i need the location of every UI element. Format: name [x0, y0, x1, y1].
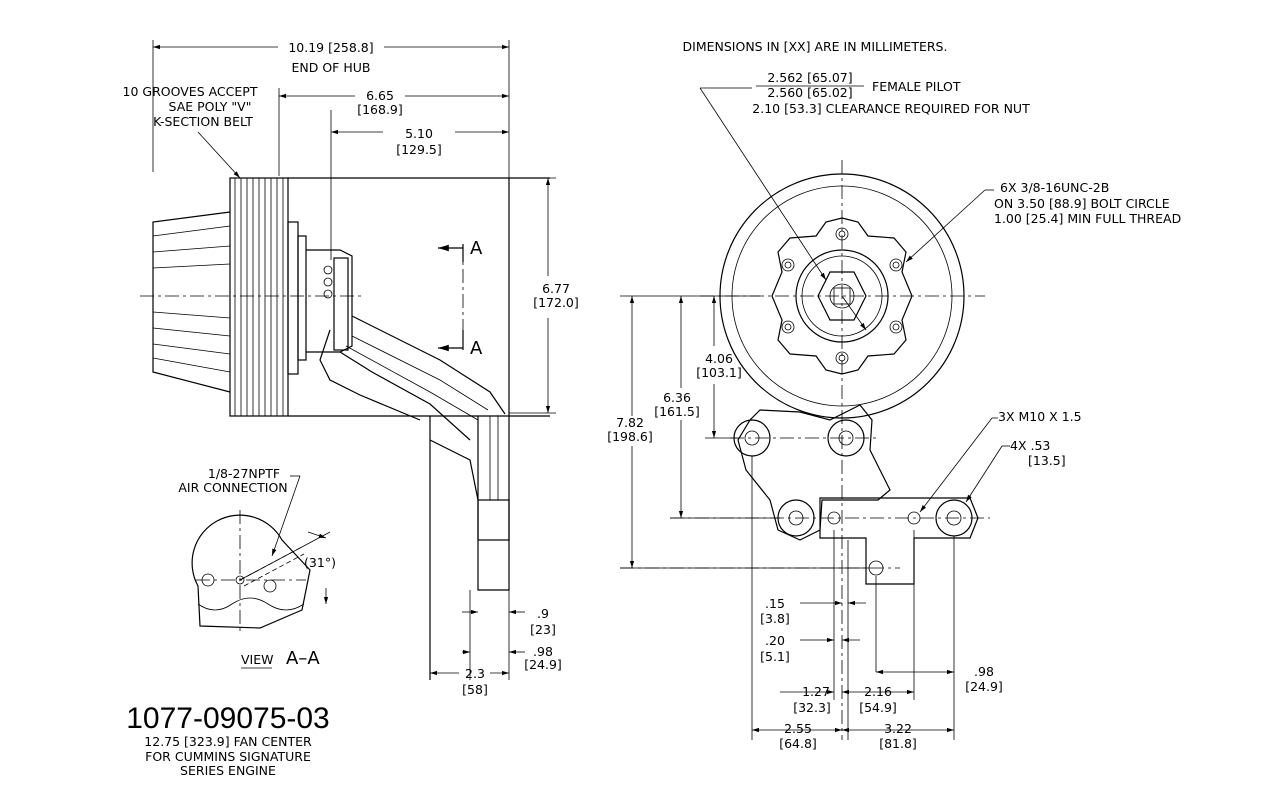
dim-7-82: 7.82	[616, 415, 644, 430]
dim-15-mm: [3.8]	[760, 611, 790, 626]
dim-2-55-mm: [64.8]	[779, 736, 817, 751]
units-note: DIMENSIONS IN [XX] ARE IN MILLIMETERS.	[683, 39, 948, 54]
dim-6-65: 6.65	[366, 88, 394, 103]
belt-note-line-3: K-SECTION BELT	[153, 114, 253, 129]
angle-31: (31°)	[304, 555, 336, 570]
dim-6-36: 6.36	[663, 390, 691, 405]
air-note-line-1: 1/8-27NPTF	[208, 466, 280, 481]
dim-98-front-mm: [24.9]	[965, 679, 1003, 694]
dim-3-22: 3.22	[884, 721, 912, 736]
pilot-top: 2.562 [65.07]	[767, 70, 852, 85]
description-line-2: FOR CUMMINS SIGNATURE	[145, 749, 311, 764]
dim-6-77: 6.77	[542, 281, 570, 296]
dim-5-10-mm: [129.5]	[396, 142, 442, 157]
dim-6-36-mm: [161.5]	[654, 404, 700, 419]
dim-6-77-mm: [172.0]	[533, 295, 579, 310]
dim-6-65-mm: [168.9]	[357, 102, 403, 117]
dim-2-55: 2.55	[784, 721, 812, 736]
section-a-bottom: A	[470, 338, 483, 359]
dim-4-06: 4.06	[705, 351, 733, 366]
dim-9-mm: [23]	[530, 622, 556, 637]
belt-note-line-1: 10 GROOVES ACCEPT	[123, 84, 258, 99]
pulley-grooves	[234, 178, 284, 416]
dim-9: .9	[537, 606, 549, 621]
mount-bracket	[737, 404, 891, 541]
dim-7-82-mm: [198.6]	[607, 429, 653, 444]
front-view: DIMENSIONS IN [XX] ARE IN MILLIMETERS. 2…	[607, 39, 1181, 751]
dim-4-06-mm: [103.1]	[696, 365, 742, 380]
description-line-1: 12.75 [323.9] FAN CENTER	[144, 734, 312, 749]
description-line-3: SERIES ENGINE	[180, 763, 276, 778]
view-label: VIEW	[241, 652, 274, 667]
bolt-note-line-3: 1.00 [25.4] MIN FULL THREAD	[994, 211, 1181, 226]
dim-3-22-mm: [81.8]	[879, 736, 917, 751]
dim-98-front: .98	[974, 664, 994, 679]
dim-1-27-mm: [32.3]	[793, 700, 831, 715]
bolt-note-line-1: 6X 3/8-16UNC-2B	[1000, 180, 1109, 195]
section-view-a-a: 1/8-27NPTF AIR CONNECTION (31°) VIEW A–A	[178, 466, 336, 669]
view-name: A–A	[286, 648, 320, 669]
hole-note-mm: [13.5]	[1028, 453, 1066, 468]
dim-20: .20	[765, 633, 785, 648]
bolt-holes	[781, 227, 903, 365]
nut-clearance: 2.10 [53.3] CLEARANCE REQUIRED FOR NUT	[752, 101, 1030, 116]
side-view: 10.19 [258.8] END OF HUB 6.65 [168.9] 5.…	[123, 40, 579, 697]
dim-2-3-mm: [58]	[462, 682, 488, 697]
dim-15: .15	[765, 596, 785, 611]
air-note-line-2: AIR CONNECTION	[178, 480, 287, 495]
dim-5-10: 5.10	[405, 126, 433, 141]
hole-note: 4X .53	[1010, 438, 1050, 453]
dim-2-16-mm: [54.9]	[859, 700, 897, 715]
pilot-bottom: 2.560 [65.02]	[767, 85, 852, 100]
bolt-note-line-2: ON 3.50 [88.9] BOLT CIRCLE	[994, 196, 1170, 211]
pilot-label: FEMALE PILOT	[872, 79, 961, 94]
dim-20-mm: [5.1]	[760, 649, 790, 664]
dim-98-side-mm: [24.9]	[524, 657, 562, 672]
dim-2-16: 2.16	[864, 684, 892, 699]
m10-note: 3X M10 X 1.5	[998, 409, 1082, 424]
dim-2-3: 2.3	[465, 666, 485, 681]
section-a-top: A	[470, 238, 483, 259]
overall-length-dim: 10.19 [258.8]	[288, 40, 373, 55]
part-number: 1077-09075-03	[126, 702, 330, 735]
dim-98-side: .98	[533, 644, 553, 659]
belt-note-line-2: SAE POLY "V"	[169, 99, 252, 114]
end-of-hub-label: END OF HUB	[292, 60, 371, 75]
dim-1-27: 1.27	[802, 684, 830, 699]
